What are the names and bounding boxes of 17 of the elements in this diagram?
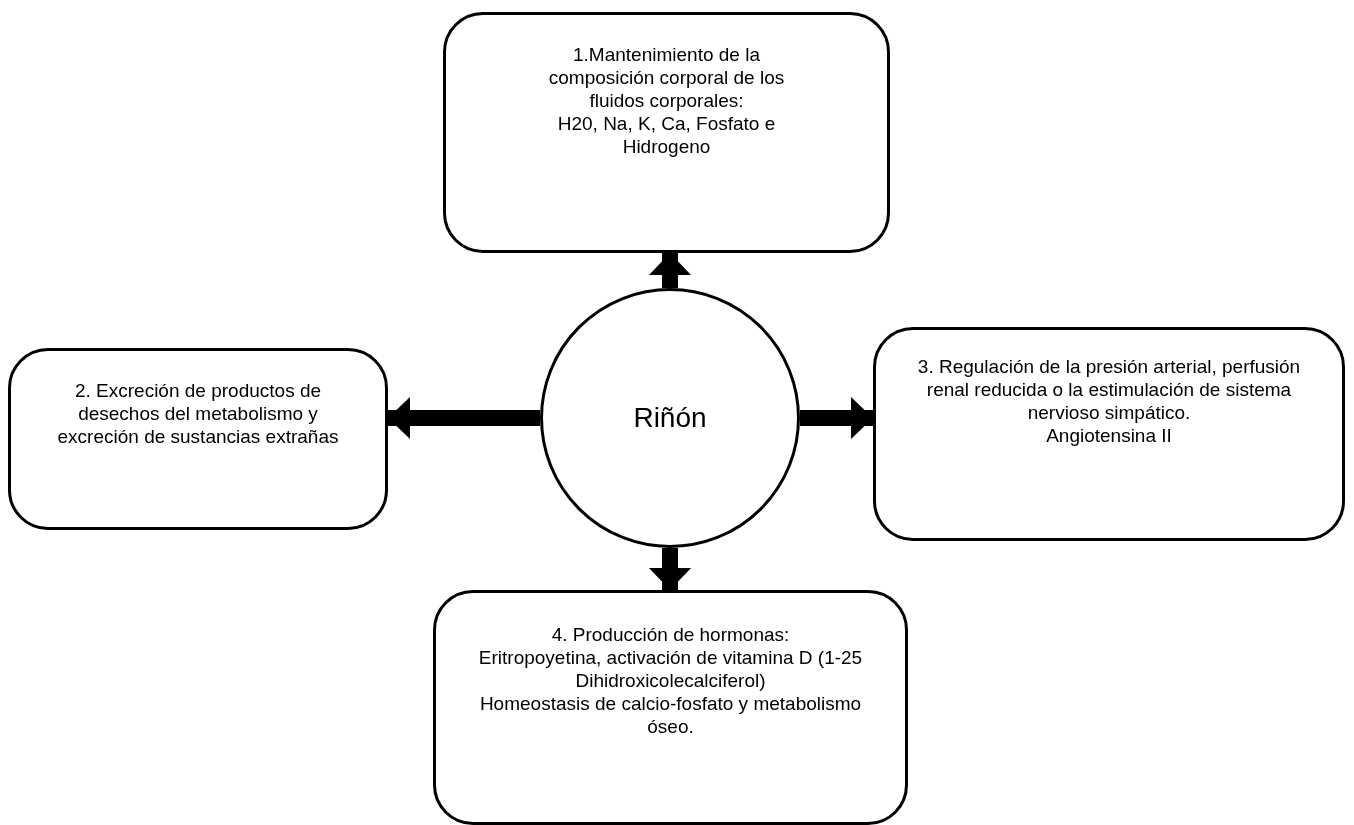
box-text: 3. Regulación de la presión arterial, perfusión renal reducida o la estimulación de sistema nervioso simpático. [916, 355, 1302, 424]
box-text: Angiotensina II [1046, 424, 1172, 447]
box-text: Homeostasis de calcio-fosfato y metabolismo óseo. [478, 692, 863, 738]
circle-label: Riñón [633, 402, 707, 434]
block-arrow [800, 397, 873, 439]
function-box [433, 590, 908, 825]
box-text: 4. Producción de hormonas: [551, 623, 790, 646]
function-box [8, 348, 388, 530]
block-arrow [649, 253, 691, 288]
box-text: 2. Excreción de productos de desechos del metabolismo y excreción de sustancias extrañas [56, 379, 340, 448]
block-arrow [388, 397, 540, 439]
function-box [873, 327, 1345, 541]
box-text: H20, Na, K, Ca, Fosfato e Hidrogeno [556, 112, 777, 158]
box-text: 1.Mantenimiento de la composición corporal de los fluidos corporales: [547, 43, 786, 112]
box-text: Eritropoyetina, activación de vitamina D (1-25 Dihidroxicolecalciferol) [477, 646, 864, 692]
function-box [443, 12, 890, 253]
block-arrow [649, 548, 691, 590]
